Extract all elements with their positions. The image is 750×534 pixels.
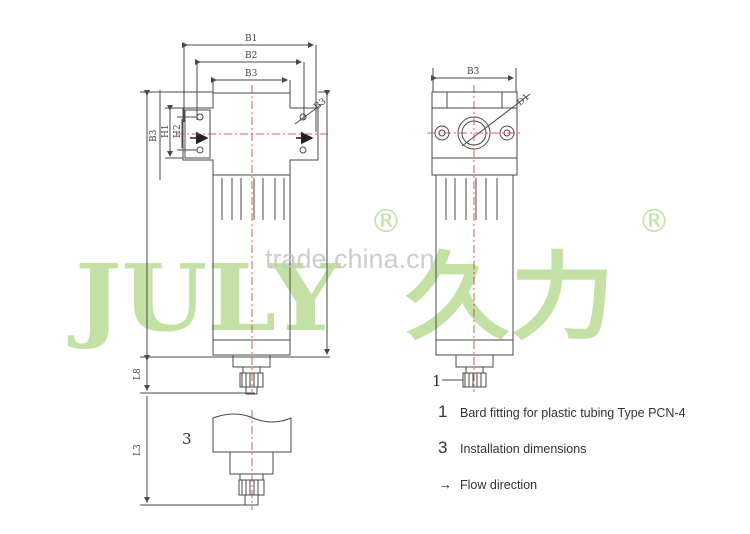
dim-b1: B1 xyxy=(245,34,257,44)
front-view xyxy=(140,42,330,506)
dim-b3-side-view: B3 xyxy=(467,67,480,77)
side-view xyxy=(431,68,531,388)
side-centerlines xyxy=(427,85,522,392)
dim-b3-side: B3 xyxy=(149,129,159,142)
callout-3: 3 xyxy=(182,430,192,448)
callout-1: 1 xyxy=(432,372,442,390)
legend-num: 3 xyxy=(438,438,448,457)
watermark-site: trade.china.cn xyxy=(265,244,435,274)
watermark-registered-2: ® xyxy=(638,202,670,240)
dim-h2: H2 xyxy=(173,124,183,138)
legend-desc: Flow direction xyxy=(460,478,538,492)
legend-item-1: 1 Bard fitting for plastic tubing Type PC… xyxy=(438,402,738,422)
legend-item-3: 3 Installation dimensions xyxy=(438,438,738,458)
dim-b3: B3 xyxy=(245,69,258,79)
watermark-brand-cjk: 久力 xyxy=(405,243,615,353)
dim-b3-port: B3 xyxy=(313,97,329,113)
legend-item-flow: → Flow direction xyxy=(438,476,738,494)
dim-l8: L8 xyxy=(133,368,143,380)
watermark-brand-latin: JULY xyxy=(68,244,342,352)
watermark: JULY ® 久力 ® xyxy=(68,202,670,353)
flow-arrow-icon: → xyxy=(438,476,452,492)
legend-desc: Bard fitting for plastic tubing Type PCN… xyxy=(460,406,686,420)
legend-desc: Installation dimensions xyxy=(460,442,587,456)
dim-l3: L3 xyxy=(133,444,143,456)
dim-b2: B2 xyxy=(245,51,257,61)
legend-num: 1 xyxy=(438,402,448,421)
front-centerlines xyxy=(176,85,328,510)
dim-h1: H1 xyxy=(161,124,171,138)
watermark-registered-1: ® xyxy=(370,202,402,240)
